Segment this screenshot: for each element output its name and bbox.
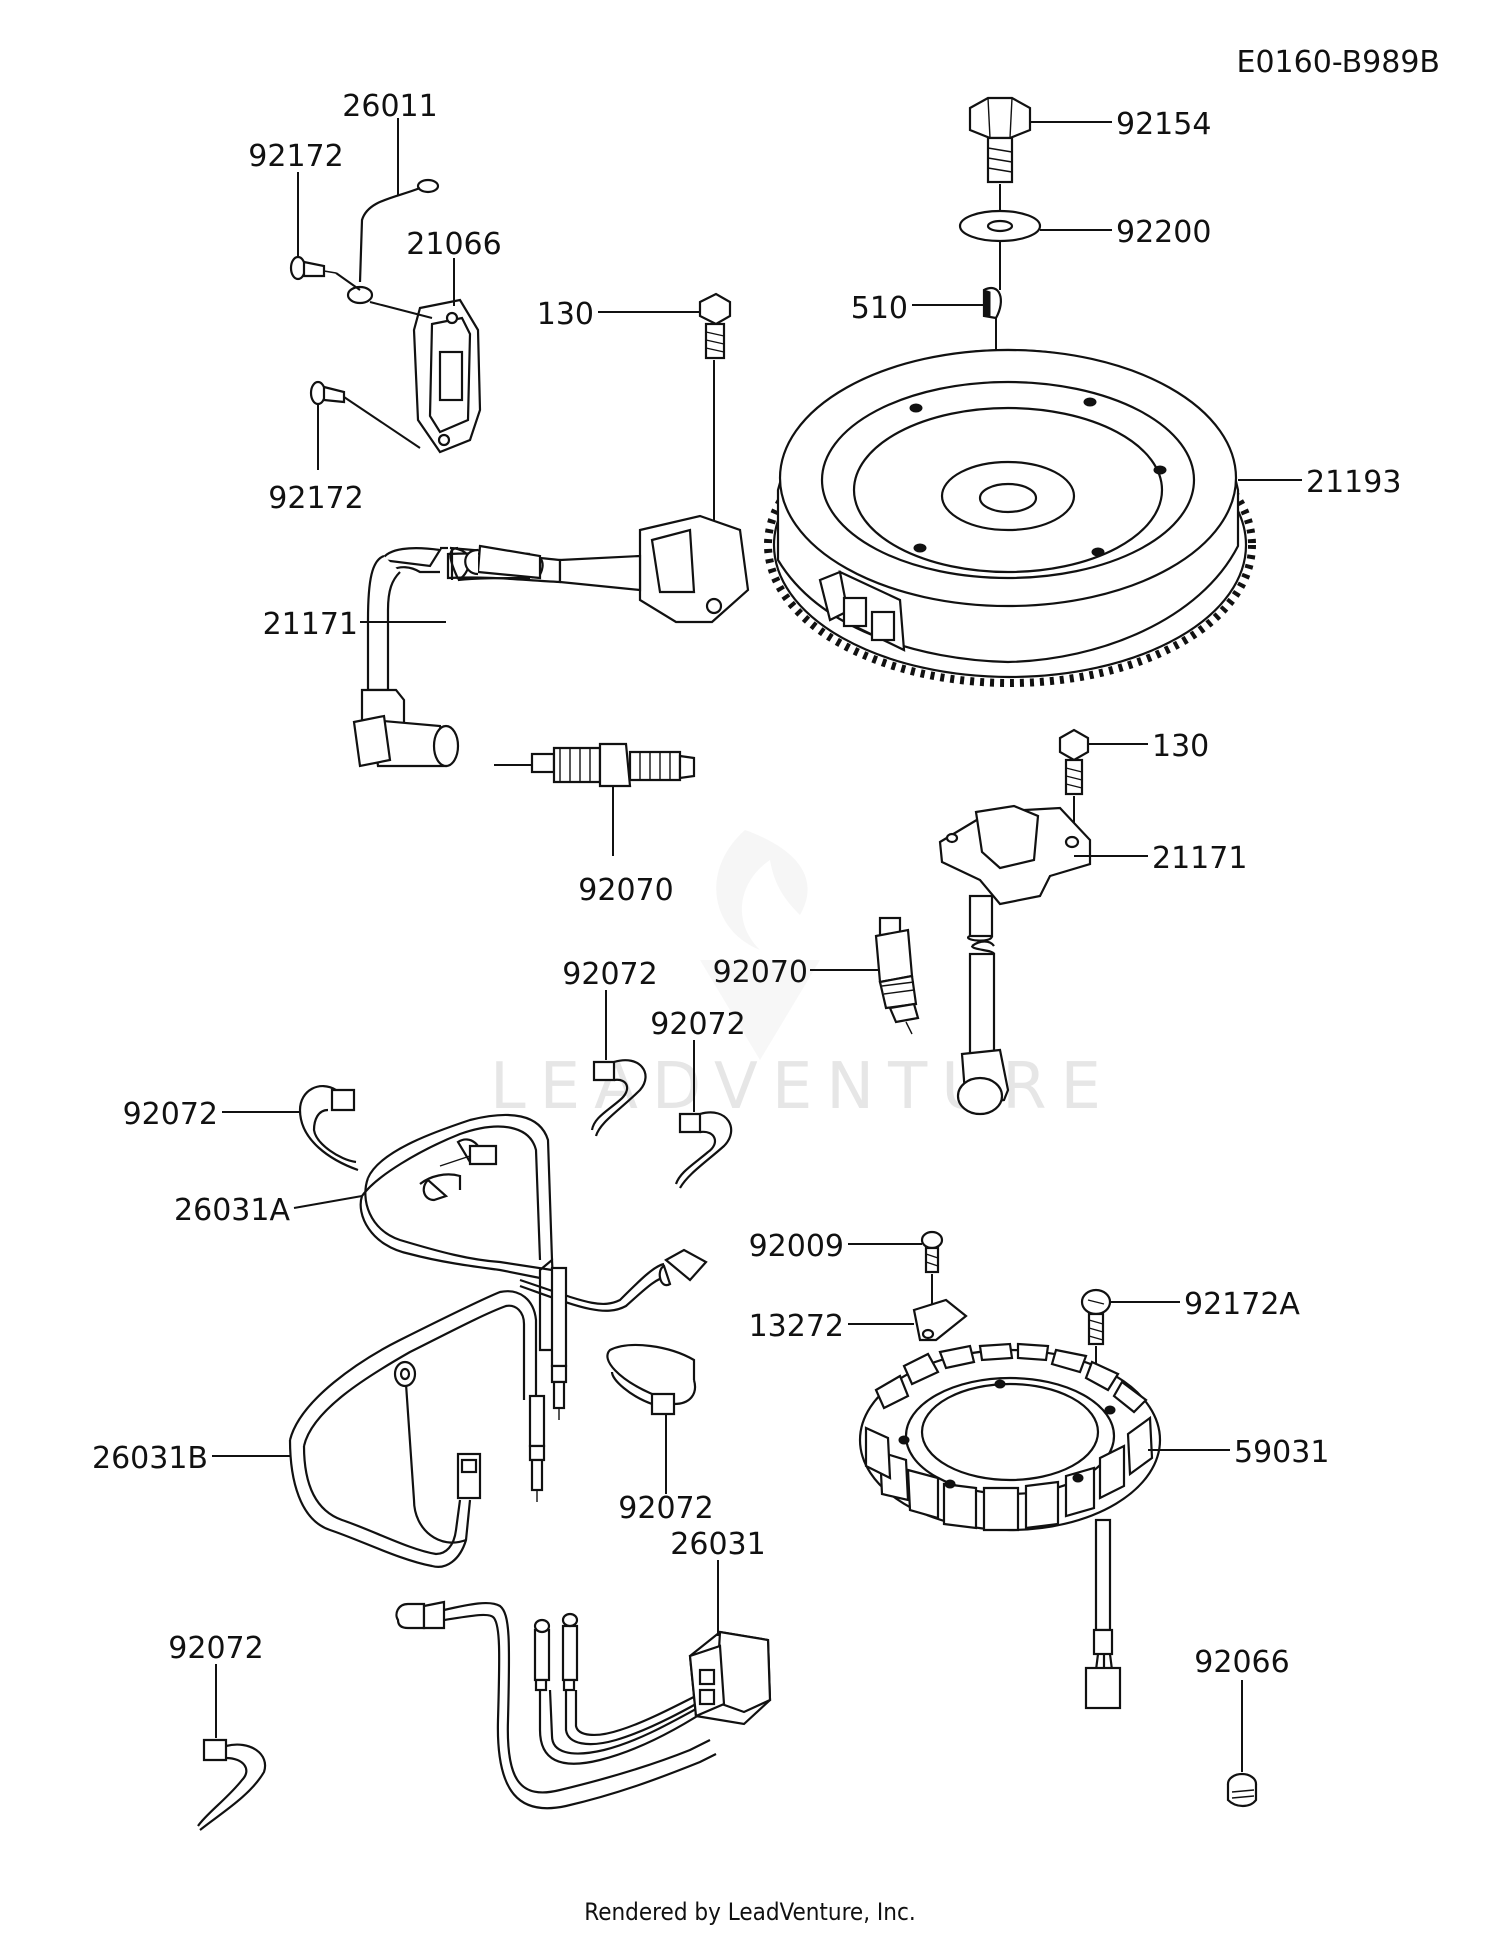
bolt-130-right — [1058, 728, 1090, 796]
harness-26031 — [395, 1600, 772, 1810]
cable-tie-92072-upper-b — [674, 1111, 733, 1189]
cable-tie-92072-bottom — [197, 1738, 267, 1831]
label-130-right: 130 — [1152, 729, 1209, 764]
screw-92009 — [920, 1230, 944, 1274]
label-92070-right: 92070 — [713, 955, 808, 990]
label-26031A: 26031A — [174, 1193, 290, 1228]
spark-plug-92070-left — [530, 742, 696, 788]
bolt-130-top — [698, 292, 732, 360]
label-26031B: 26031B — [92, 1441, 208, 1476]
label-510: 510 — [851, 291, 908, 326]
screw-92172-bottom — [309, 380, 346, 406]
label-26031: 26031 — [670, 1527, 765, 1562]
label-21171-right: 21171 — [1152, 841, 1247, 876]
label-92066: 92066 — [1194, 1645, 1289, 1680]
flywheel-21193 — [764, 348, 1256, 687]
label-13272: 13272 — [749, 1309, 844, 1344]
label-92072-a: 92072 — [562, 957, 657, 992]
spark-plug-92070-right — [874, 916, 920, 1035]
label-92172-top: 92172 — [248, 139, 343, 174]
render-credit: Rendered by LeadVenture, Inc. — [584, 1898, 915, 1926]
label-26011: 26011 — [342, 89, 437, 124]
label-92154: 92154 — [1116, 107, 1211, 142]
diagram-code: E0160-B989B — [1237, 45, 1440, 80]
label-92009: 92009 — [749, 1229, 844, 1264]
harness-26031A — [359, 1113, 708, 1420]
label-130-top: 130 — [537, 297, 594, 332]
cable-tie-92072-middle — [606, 1344, 697, 1416]
plate-13272 — [912, 1298, 968, 1342]
label-21171-left: 21171 — [263, 607, 358, 642]
label-92172A: 92172A — [1184, 1287, 1300, 1322]
ground-lead-26011 — [346, 178, 440, 305]
screw-92172-top — [289, 255, 337, 281]
label-92070-left: 92070 — [578, 873, 673, 908]
cable-tie-92072-upper-a — [590, 1059, 647, 1137]
ignition-coil-21171-right — [938, 804, 1092, 1116]
label-92072-b: 92072 — [650, 1007, 745, 1042]
nut-92066 — [1226, 1772, 1258, 1808]
label-92172-bottom: 92172 — [268, 481, 363, 516]
label-92072-e: 92072 — [168, 1631, 263, 1666]
cable-tie-92072-left — [298, 1084, 359, 1172]
label-92072-c: 92072 — [123, 1097, 218, 1132]
harness-26031B — [288, 1290, 546, 1568]
bolt-92154 — [968, 96, 1032, 184]
screw-92172A — [1080, 1288, 1112, 1346]
washer-92200 — [958, 209, 1042, 243]
stator-59031 — [858, 1342, 1162, 1710]
key-510 — [982, 287, 1002, 320]
watermark-text: LEADVENTURE — [490, 1050, 1115, 1124]
label-92200: 92200 — [1116, 215, 1211, 250]
watermark-logo — [700, 830, 820, 1060]
label-21066: 21066 — [406, 227, 501, 262]
label-21193: 21193 — [1306, 465, 1401, 500]
regulator-21066 — [412, 298, 482, 454]
label-92072-d: 92072 — [618, 1491, 713, 1526]
label-59031: 59031 — [1234, 1435, 1329, 1470]
